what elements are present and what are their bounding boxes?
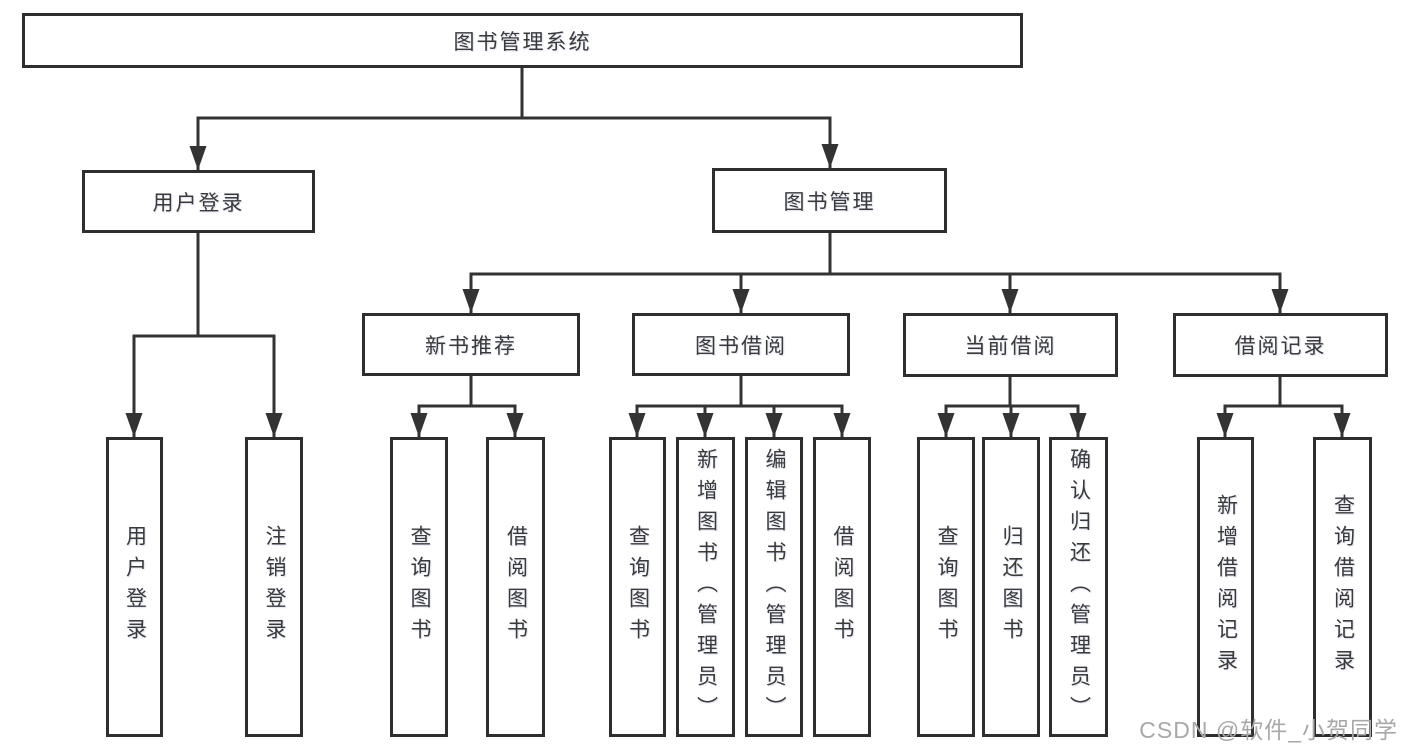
csdn-watermark: CSDN @软件_小贺同学 (1139, 717, 1398, 743)
node-current-borrow: 当前借阅 (903, 313, 1118, 377)
leaf-borrow-query-book: 查询图书 (609, 437, 666, 737)
leaf-add-book-admin: 新增图书（管理员） (676, 437, 735, 737)
leaf-confirm-return-admin: 确认归还（管理员） (1049, 437, 1108, 737)
node-book-borrow: 图书借阅 (632, 313, 850, 376)
leaf-query-borrow-record: 查询借阅记录 (1313, 437, 1372, 737)
node-new-book-recommend: 新书推荐 (362, 313, 580, 376)
leaf-rec-query-book: 查询图书 (390, 437, 448, 737)
node-borrow-records: 借阅记录 (1173, 313, 1388, 377)
leaf-rec-borrow-book: 借阅图书 (486, 437, 545, 737)
node-user-login: 用户登录 (82, 170, 315, 233)
node-book-management: 图书管理 (712, 168, 947, 233)
leaf-borrow-borrow-book: 借阅图书 (813, 437, 871, 737)
leaf-logout: 注销登录 (245, 437, 303, 737)
leaf-return-book: 归还图书 (982, 437, 1040, 737)
leaf-current-query-book: 查询图书 (917, 437, 975, 737)
leaf-user-login: 用户登录 (106, 437, 163, 737)
node-root-system: 图书管理系统 (22, 13, 1023, 68)
leaf-add-borrow-record: 新增借阅记录 (1197, 437, 1254, 737)
leaf-edit-book-admin: 编辑图书（管理员） (745, 437, 803, 737)
